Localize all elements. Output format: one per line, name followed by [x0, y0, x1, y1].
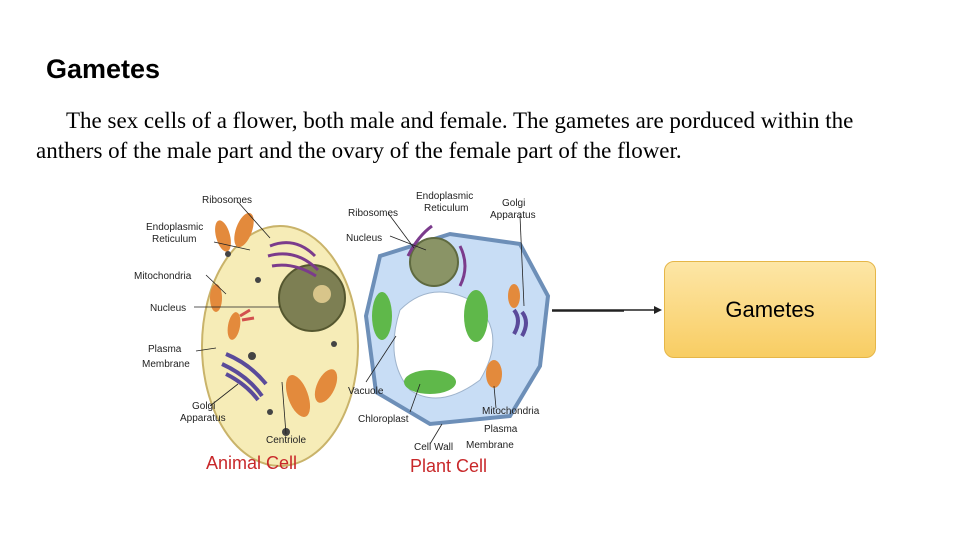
cell-diagram: Ribosomes Endoplasmic Reticulum Mitochon… — [130, 186, 554, 480]
label-plasma-plant-2: Membrane — [466, 440, 514, 451]
caption-plant-cell: Plant Cell — [410, 456, 487, 476]
label-endoplasmic-animal-2: Reticulum — [152, 234, 196, 245]
label-ribosomes-plant: Ribosomes — [348, 208, 398, 219]
label-nucleus-plant: Nucleus — [346, 233, 382, 244]
label-plasma-plant-1: Plasma — [484, 424, 518, 435]
label-cell-wall: Cell Wall — [414, 442, 453, 453]
label-golgi-animal-1: Golgi — [192, 401, 215, 412]
label-chloroplast: Chloroplast — [358, 414, 409, 425]
label-centriole: Centriole — [266, 435, 306, 446]
plant-cell — [366, 226, 548, 424]
arrow-to-gametes — [548, 300, 664, 320]
label-mitochondria-plant: Mitochondria — [482, 406, 540, 417]
label-golgi-plant-1: Golgi — [502, 198, 525, 209]
label-golgi-animal-2: Apparatus — [180, 413, 226, 424]
label-mitochondria-animal: Mitochondria — [134, 271, 192, 282]
gametes-callout-box: Gametes — [664, 261, 876, 358]
label-ribosomes-animal: Ribosomes — [202, 195, 252, 206]
label-golgi-plant-2: Apparatus — [490, 210, 536, 221]
caption-animal-cell: Animal Cell — [206, 453, 297, 473]
slide-body-text: The sex cells of a flower, both male and… — [36, 106, 916, 166]
label-endoplasmic-plant-2: Reticulum — [424, 203, 468, 214]
gametes-callout-label: Gametes — [725, 297, 814, 323]
slide-title: Gametes — [46, 54, 160, 85]
label-nucleus-animal: Nucleus — [150, 303, 186, 314]
label-plasma-animal-1: Plasma — [148, 344, 182, 355]
label-endoplasmic-plant-1: Endoplasmic — [416, 191, 473, 202]
animal-cell — [202, 210, 358, 466]
label-endoplasmic-animal-1: Endoplasmic — [146, 222, 203, 233]
label-vacuole: Vacuole — [348, 386, 384, 397]
label-plasma-animal-2: Membrane — [142, 359, 190, 370]
